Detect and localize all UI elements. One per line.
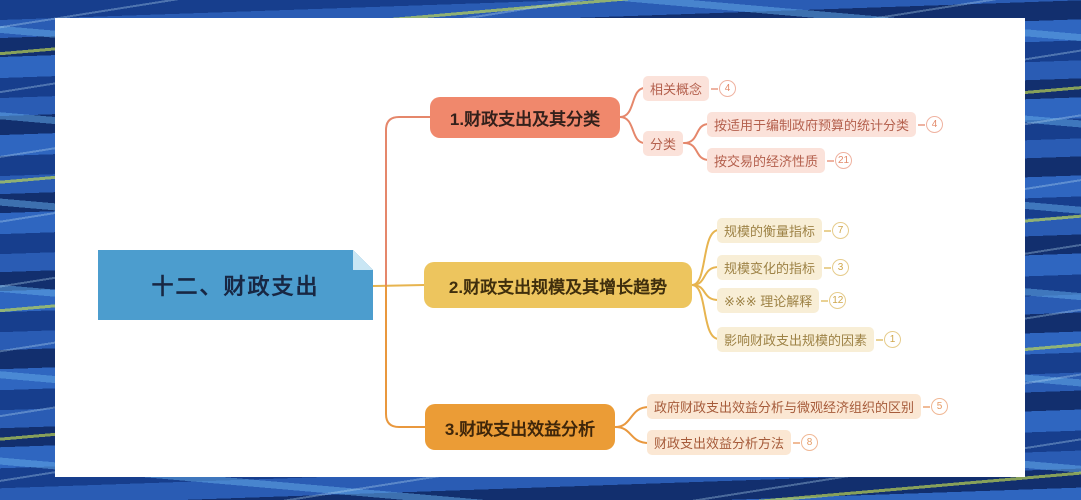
branch-node-1[interactable]: 1.财政支出及其分类 [430, 97, 620, 138]
leaf-label: 规模变化的指标 [717, 255, 823, 280]
leaf-node-economic-nature-of-transaction[interactable]: 按交易的经济性质 21 [707, 148, 853, 173]
collapsed-count-badge[interactable]: 12 [829, 292, 847, 309]
branch-node-2[interactable]: 2.财政支出规模及其增长趋势 [424, 262, 692, 308]
badge-connector [876, 338, 884, 341]
collapsed-count-badge[interactable]: 5 [931, 398, 949, 415]
badge-connector [824, 266, 832, 269]
leaf-label: 财政支出效益分析方法 [647, 430, 792, 455]
badge-connector [793, 441, 801, 444]
badge-connector [827, 159, 835, 162]
collapsed-count-badge[interactable]: 4 [926, 116, 944, 133]
leaf-node-benefit-analysis-methods[interactable]: 财政支出效益分析方法 8 [647, 430, 819, 455]
leaf-node-theoretical-explanation[interactable]: ※※※ 理论解释 12 [717, 288, 847, 313]
leaf-label: 影响财政支出规模的因素 [717, 327, 875, 352]
badge-connector [923, 405, 931, 408]
badge-connector [918, 123, 926, 126]
badge-connector [711, 87, 719, 90]
leaf-node-classification[interactable]: 分类 [643, 131, 684, 156]
leaf-label: 按适用于编制政府预算的统计分类 [707, 112, 917, 137]
root-node-label: 十二、财政支出 [151, 274, 320, 299]
collapsed-count-badge[interactable]: 1 [884, 331, 902, 348]
collapsed-count-badge[interactable]: 7 [832, 222, 850, 239]
leaf-node-factors-affecting-expenditure-scale[interactable]: 影响财政支出规模的因素 1 [717, 327, 902, 352]
collapsed-count-badge[interactable]: 3 [832, 259, 850, 276]
leaf-node-budget-statistical-classification[interactable]: 按适用于编制政府预算的统计分类 4 [707, 112, 944, 137]
leaf-node-scale-measurement-indicators[interactable]: 规模的衡量指标 7 [717, 218, 850, 243]
root-node-fiscal-expenditure[interactable]: 十二、财政支出 [98, 250, 373, 320]
leaf-node-related-concepts[interactable]: 相关概念 4 [643, 76, 737, 101]
leaf-label: 相关概念 [643, 76, 710, 101]
leaf-label: 按交易的经济性质 [707, 148, 826, 173]
badge-connector [821, 299, 829, 302]
leaf-label: ※※※ 理论解释 [717, 288, 820, 313]
leaf-label: 政府财政支出效益分析与微观经济组织的区别 [647, 394, 922, 419]
collapsed-count-badge[interactable]: 4 [719, 80, 737, 97]
badge-connector [824, 229, 832, 232]
leaf-label: 规模的衡量指标 [717, 218, 823, 243]
collapsed-count-badge[interactable]: 21 [835, 152, 853, 169]
leaf-node-benefit-analysis-vs-micro-organizations[interactable]: 政府财政支出效益分析与微观经济组织的区别 5 [647, 394, 949, 419]
collapsed-count-badge[interactable]: 8 [801, 434, 819, 451]
leaf-label: 分类 [643, 131, 684, 156]
leaf-node-scale-change-indicators[interactable]: 规模变化的指标 3 [717, 255, 850, 280]
branch-node-3[interactable]: 3.财政支出效益分析 [425, 404, 615, 450]
